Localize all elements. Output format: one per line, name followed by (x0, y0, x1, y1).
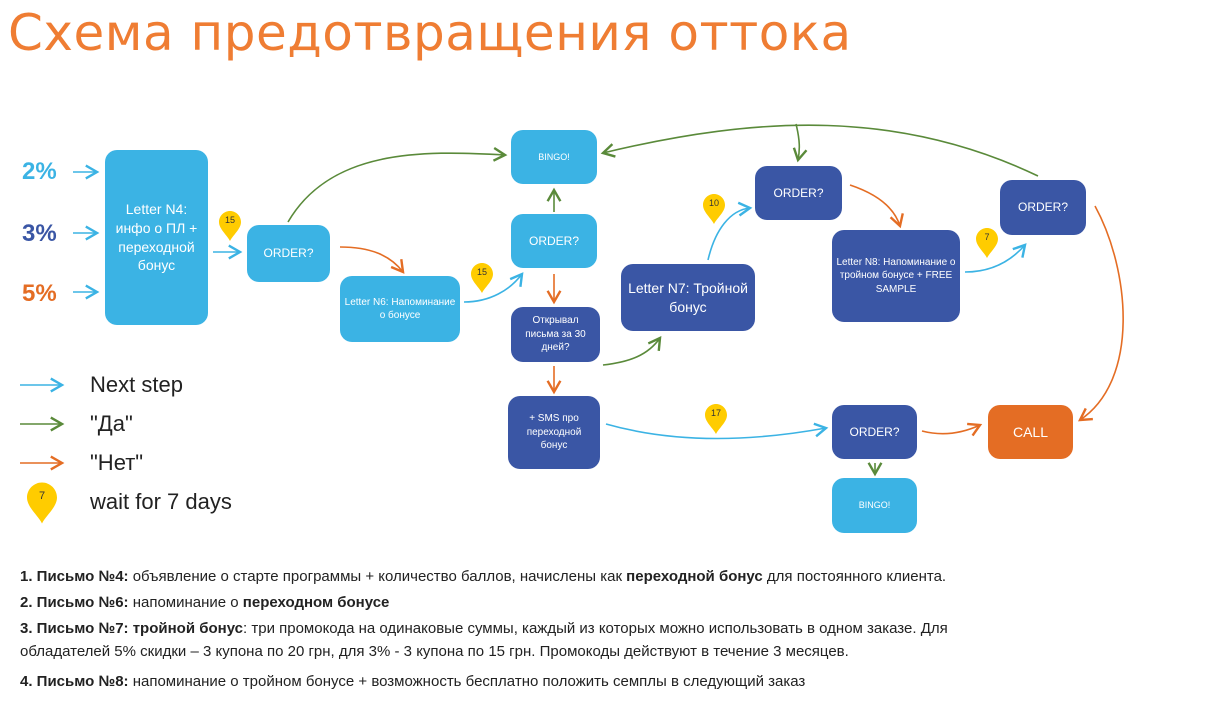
legend-wait: wait for 7 days (90, 489, 232, 514)
note-letter-6: 2. Письмо №6: напоминание о переходном б… (20, 594, 390, 611)
order-box-2: ORDER? (511, 214, 597, 268)
pin-days: 10 (708, 198, 719, 208)
call-box: CALL (988, 405, 1073, 459)
wait-pin-icon: 17 (705, 404, 727, 434)
wait-pin-icon: 7 (976, 228, 998, 258)
pin-days: 15 (476, 267, 487, 277)
order-box-5: ORDER? (832, 405, 917, 459)
legend-wait-pin-icon: 7 (27, 482, 57, 524)
percent-2: 2% (22, 158, 57, 185)
wait-pin-icon: 15 (219, 211, 241, 241)
note-letter-7-cont: обладателей 5% скидки – 3 купона по 20 г… (20, 643, 849, 660)
order-box-3: ORDER? (755, 166, 842, 220)
note-letter-7: 3. Письмо №7: тройной бонус: три промоко… (20, 620, 948, 637)
legend-next-step: Next step (90, 372, 183, 397)
pin-days: 7 (984, 232, 990, 242)
order-box-1: ORDER? (247, 225, 330, 282)
letter-n4-box: Letter N4: инфо о ПЛ + переходной бонус (105, 150, 208, 325)
letter-n7-box: Letter N7: Тройной бонус (621, 264, 755, 331)
pin-days: 17 (710, 408, 721, 418)
pin-days: 15 (224, 215, 235, 225)
percent-3: 3% (22, 220, 57, 247)
note-letter-8: 4. Письмо №8: напоминание о тройном бону… (20, 673, 806, 690)
wait-pin-icon: 10 (703, 194, 725, 224)
sms-box: + SMS про переходной бонус (508, 396, 600, 469)
opened-letters-box: Открывал письма за 30 дней? (511, 307, 600, 362)
percent-5: 5% (22, 280, 57, 307)
legend-no: "Нет" (90, 450, 144, 475)
bingo-box-bottom: BINGO! (832, 478, 917, 533)
note-letter-4: 1. Письмо №4: объявление о старте програ… (20, 568, 947, 585)
pin-days: 7 (38, 490, 46, 502)
legend-yes: "Да" (90, 411, 133, 436)
bingo-box-top: BINGO! (511, 130, 597, 184)
letter-n8-box: Letter N8: Напоминание о тройном бонусе … (832, 230, 960, 322)
page-title: Схема предотвращения оттока (8, 4, 852, 62)
letter-n6-box: Letter N6: Напоминание о бонусе (340, 276, 460, 342)
wait-pin-icon: 15 (471, 263, 493, 293)
order-box-4: ORDER? (1000, 180, 1086, 235)
